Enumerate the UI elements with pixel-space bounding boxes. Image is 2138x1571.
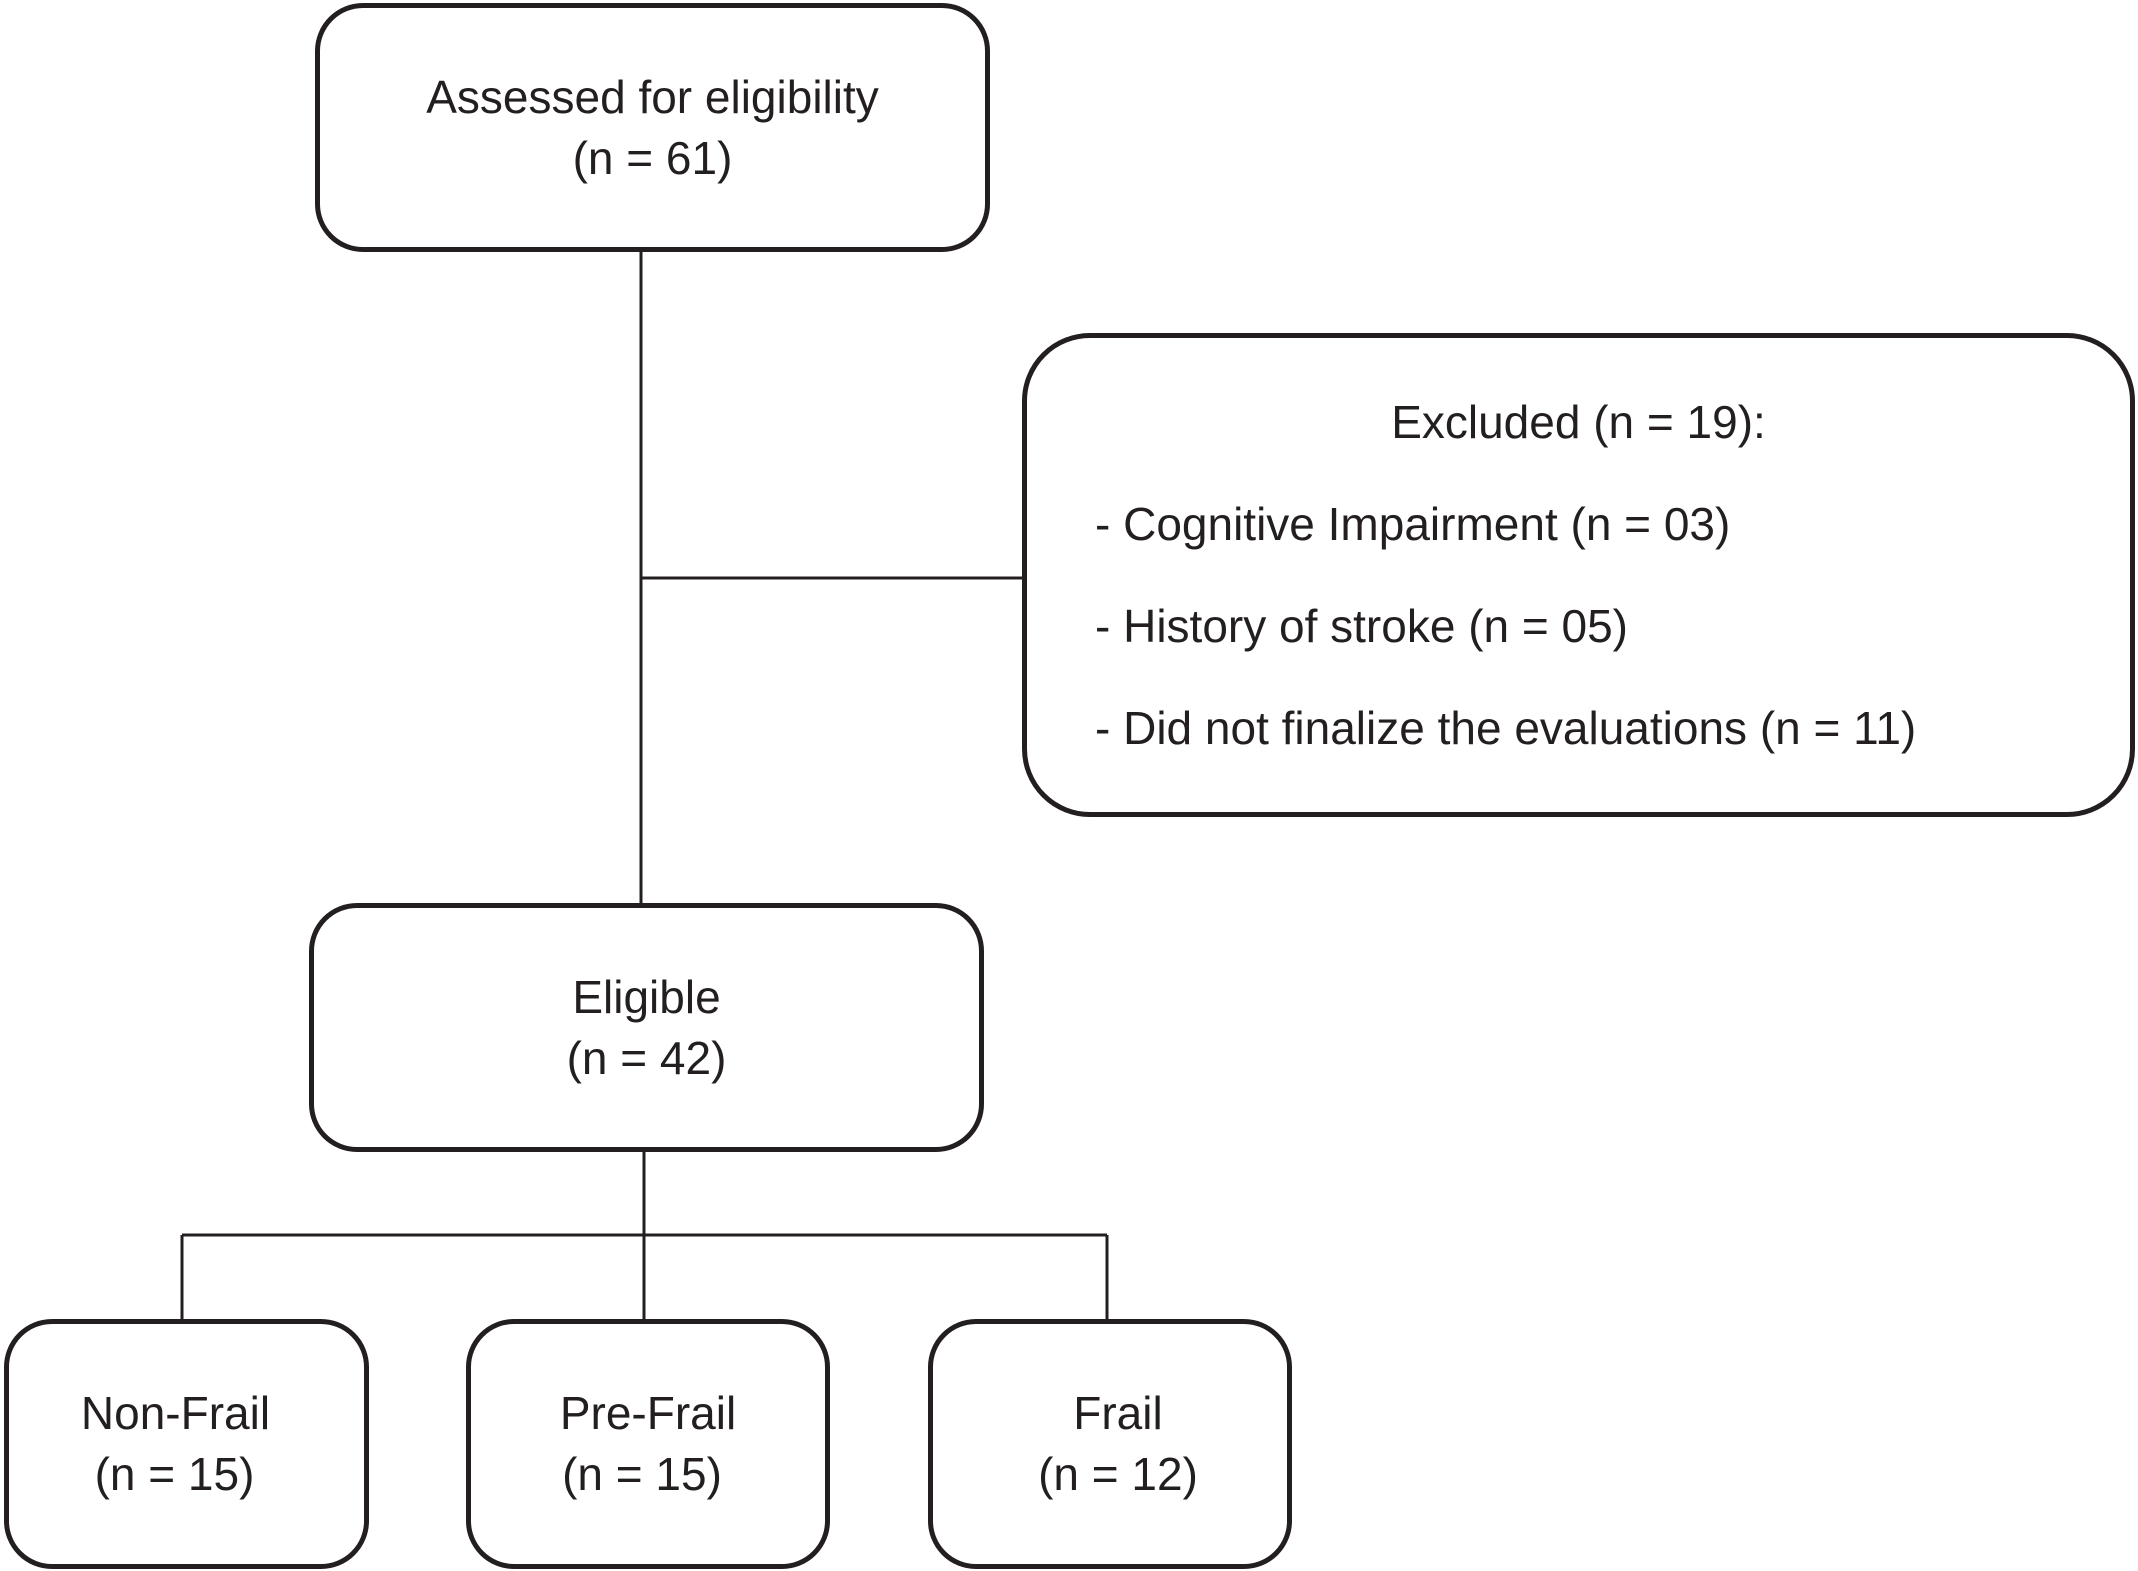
eligible-label: Eligible [572, 970, 721, 1023]
excluded-box: Excluded (n = 19): - Cognitive Impairmen… [1022, 333, 2135, 817]
frail-label: Frail [1073, 1387, 1163, 1439]
pre-frail-box: Pre-Frail (n = 15) [466, 1319, 830, 1569]
excluded-reason-evaluations: - Did not finalize the evaluations (n = … [1095, 702, 1917, 754]
assessed-box: Assessed for eligibility (n = 61) [315, 3, 990, 252]
pre-frail-label: Pre-Frail [559, 1387, 737, 1439]
non-frail-label: Non-Frail [80, 1387, 271, 1439]
frail-count: (n = 12) [1038, 1448, 1198, 1500]
excluded-reason-stroke: - History of stroke (n = 05) [1095, 600, 1628, 652]
pre-frail-count: (n = 15) [562, 1448, 722, 1500]
non-frail-count: (n = 15) [94, 1448, 255, 1500]
frail-box: Frail (n = 12) [928, 1319, 1292, 1569]
excluded-reason-cognitive: - Cognitive Impairment (n = 03) [1095, 498, 1731, 550]
eligible-box: Eligible (n = 42) [309, 903, 984, 1152]
eligible-count: (n = 42) [566, 1031, 727, 1084]
non-frail-box: Non-Frail (n = 15) [4, 1319, 369, 1569]
assessed-label: Assessed for eligibility [426, 70, 879, 123]
excluded-title: Excluded (n = 19): [1391, 396, 1766, 448]
assessed-count: (n = 61) [572, 131, 733, 184]
